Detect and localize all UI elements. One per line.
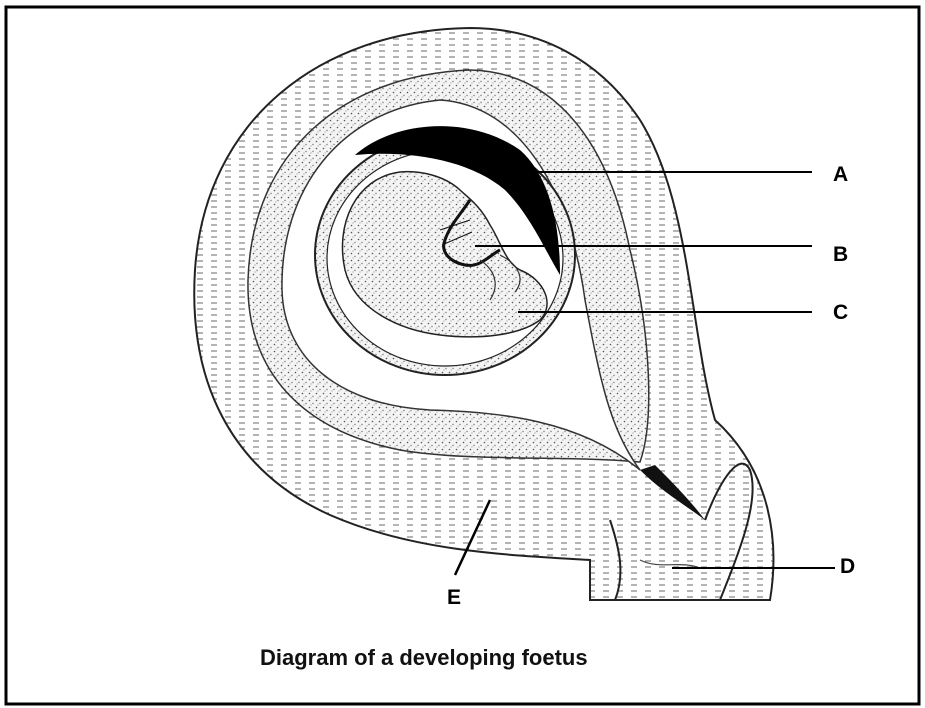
label-c: C: [833, 302, 848, 323]
label-d: D: [840, 556, 855, 577]
label-b: B: [833, 244, 848, 265]
label-e: E: [447, 587, 461, 608]
label-a: A: [833, 164, 848, 185]
diagram-caption: Diagram of a developing foetus: [260, 645, 588, 671]
